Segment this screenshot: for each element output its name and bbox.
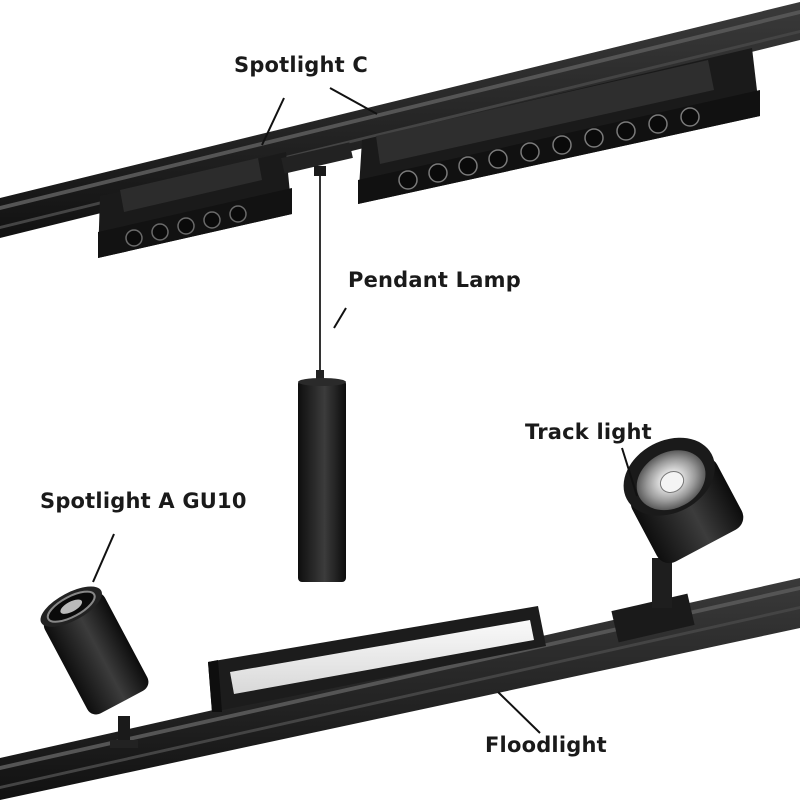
spotlight-a-pointer xyxy=(92,533,115,583)
lower-track-rail xyxy=(0,578,800,800)
label-spotlight-a-gu10: Spotlight A GU10 xyxy=(40,489,247,513)
spotlight-c-small-fixture xyxy=(98,152,292,258)
spotlight-a-gu10-fixture xyxy=(40,586,149,748)
floodlight-pointer xyxy=(497,691,541,734)
pointer-lines xyxy=(92,87,638,734)
spotlight-c-pointer-left xyxy=(261,97,285,146)
pendant-lamp xyxy=(298,166,346,582)
floodlight-fixture xyxy=(208,606,546,712)
spotlight-c-long-fixture xyxy=(358,48,760,204)
track-light-fixture xyxy=(611,437,744,643)
spotlight-c-pointer-right xyxy=(329,87,378,115)
label-spotlight-c: Spotlight C xyxy=(234,53,368,77)
label-pendant-lamp: Pendant Lamp xyxy=(348,268,521,292)
pendant-lamp-pointer xyxy=(333,307,347,329)
label-track-light: Track light xyxy=(525,420,652,444)
rail-adapter xyxy=(281,142,353,174)
track-light-pointer xyxy=(621,447,638,497)
label-floodlight: Floodlight xyxy=(485,733,607,757)
